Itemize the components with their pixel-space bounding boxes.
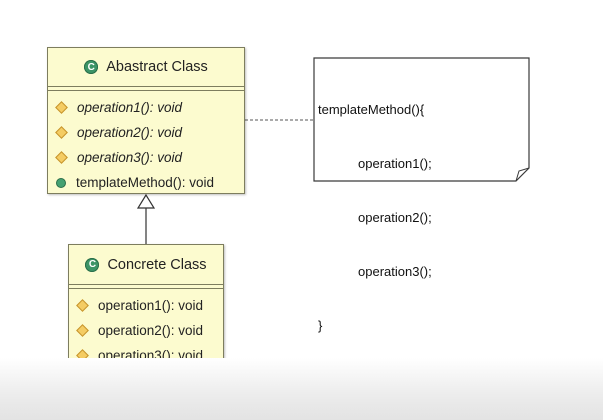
note-box	[313, 57, 530, 182]
concrete-class-operations: operation1(): void operation2(): void op…	[69, 289, 223, 368]
operation-row[interactable]: templateMethod(): void	[48, 170, 244, 195]
protected-method-icon	[55, 151, 68, 164]
bottom-shadow-bar	[0, 358, 603, 420]
concrete-class-name: Concrete Class	[107, 256, 207, 273]
note-line: templateMethod(){	[318, 102, 425, 117]
operation-label: operation3(): void	[77, 150, 183, 165]
protected-method-icon	[55, 101, 68, 114]
abstract-class-header: C Abastract Class	[48, 48, 244, 87]
note-line: operation3();	[358, 264, 432, 279]
abstract-class-name: Abastract Class	[106, 59, 208, 75]
note-line: }	[318, 318, 323, 333]
note-fold	[515, 167, 530, 182]
note-line: operation1();	[358, 156, 432, 171]
operation-label: operation2(): void	[77, 125, 183, 140]
protected-method-icon	[76, 299, 89, 312]
note-content: templateMethod(){ operation1(); operatio…	[318, 65, 432, 353]
concrete-class-box[interactable]: C Concrete Class operation1(): void oper…	[68, 244, 224, 363]
operation-label: operation2(): void	[98, 323, 204, 338]
public-method-icon	[56, 177, 66, 188]
operation-label: templateMethod(): void	[76, 175, 215, 190]
note-line: operation2();	[358, 210, 432, 225]
class-icon: C	[84, 60, 99, 74]
attribute-compartment	[69, 285, 223, 289]
operation-row[interactable]: operation2(): void	[48, 120, 244, 145]
protected-method-icon	[55, 126, 68, 139]
inheritance-arrowhead	[136, 193, 156, 209]
concrete-class-header: C Concrete Class	[69, 245, 223, 285]
operation-row[interactable]: operation2(): void	[69, 318, 223, 343]
abstract-class-box[interactable]: C Abastract Class operation1(): void ope…	[47, 47, 245, 194]
class-icon: C	[85, 257, 100, 272]
protected-method-icon	[76, 324, 89, 337]
abstract-class-operations: operation1(): void operation2(): void op…	[48, 91, 244, 195]
operation-label: operation1(): void	[77, 100, 183, 115]
operation-row[interactable]: operation1(): void	[69, 293, 223, 318]
attribute-compartment	[48, 87, 244, 91]
operation-row[interactable]: operation1(): void	[48, 95, 244, 120]
operation-row[interactable]: operation3(): void	[48, 145, 244, 170]
operation-label: operation1(): void	[98, 298, 204, 313]
